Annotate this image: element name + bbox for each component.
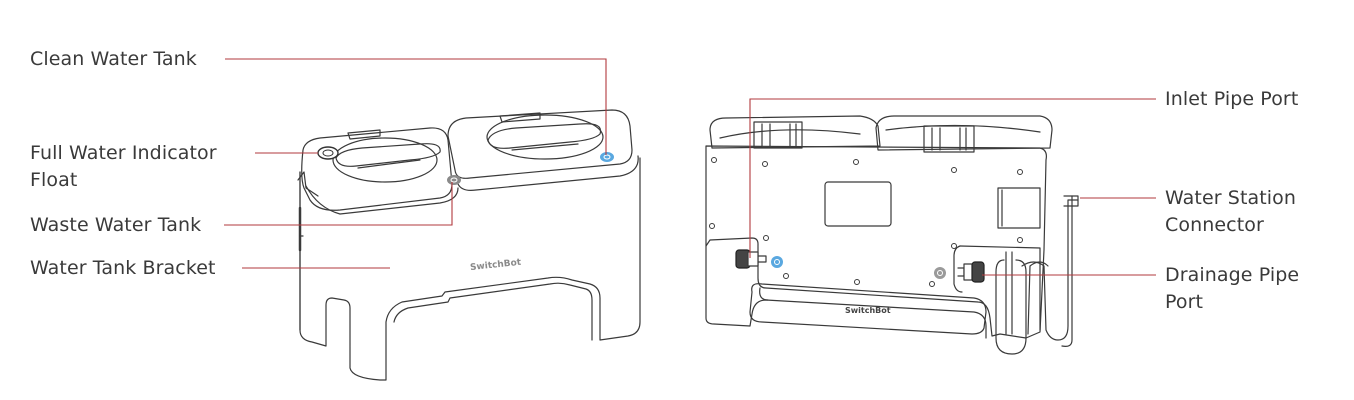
callout-lines <box>224 58 1156 276</box>
label-waste-water-tank: Waste Water Tank <box>30 212 201 239</box>
label-text: Clean Water Tank <box>30 48 197 70</box>
label-full-water-indicator-float: Full Water Indicator Float <box>30 140 217 194</box>
label-text-line-2: Float <box>30 169 78 191</box>
label-text: Inlet Pipe Port <box>1165 88 1299 110</box>
clean-water-button-icon <box>600 152 614 162</box>
waste-water-button-icon <box>447 175 461 185</box>
label-text-line-1: Water Station <box>1165 187 1297 209</box>
label-inlet-pipe-port: Inlet Pipe Port <box>1165 86 1298 113</box>
label-text-line-1: Drainage Pipe <box>1165 264 1300 286</box>
callout-clean-water-tank <box>225 58 607 155</box>
label-drainage-pipe-port: Drainage Pipe Port <box>1165 262 1299 316</box>
inlet-pipe-port-icon <box>735 249 767 269</box>
label-text: Waste Water Tank <box>30 214 202 236</box>
brand-logo-front: SwitchBot <box>470 258 523 273</box>
front-view-drawing <box>297 109 641 381</box>
callout-inlet-pipe-port <box>749 98 1156 258</box>
drainage-pipe-port-icon <box>957 261 985 283</box>
label-text-line-2: Connector <box>1165 214 1264 236</box>
label-text-line-1: Full Water Indicator <box>30 142 217 164</box>
inlet-button-icon <box>771 256 783 268</box>
drain-button-icon <box>934 267 946 279</box>
label-text-line-2: Port <box>1165 291 1204 313</box>
label-water-tank-bracket: Water Tank Bracket <box>30 255 216 282</box>
callout-waste-water-tank <box>224 182 453 226</box>
brand-logo-rear: SwitchBot <box>845 306 891 315</box>
label-text: Water Tank Bracket <box>30 257 216 279</box>
rear-view-drawing <box>705 115 1079 355</box>
label-clean-water-tank: Clean Water Tank <box>30 46 197 73</box>
label-water-station-connector: Water Station Connector <box>1165 185 1296 239</box>
